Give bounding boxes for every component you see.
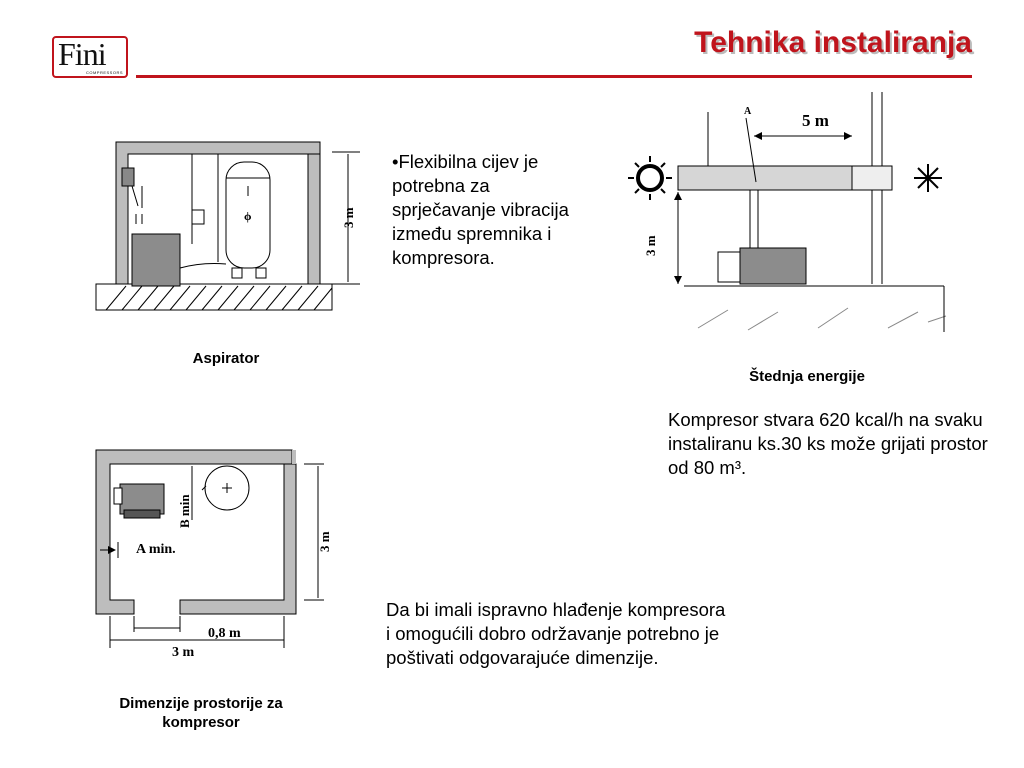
logo-tagline: COMPRESSORS [85,70,123,75]
energy-width-label-box: 5 m [802,111,829,130]
aspirator-caption: Aspirator [192,350,260,367]
room-height-label: 3 m [317,531,332,552]
energy-point-label: A [744,106,752,117]
page-title: Tehnika instaliranja [694,26,972,59]
room-b-label-box: B min [177,494,192,528]
room-a-label-box: A min. [136,542,176,557]
svg-text:ϕ: ϕ [244,209,252,223]
room-door-label-box: 0,8 m [208,626,241,641]
room-a-min-label: A min. [136,542,176,557]
logo-word: Fini [58,36,107,72]
energy-text: Kompresor stvara 620 kcal/h na svaku ins… [668,409,988,478]
title-underline [136,75,972,78]
room-width-label: 3 m [172,645,195,660]
aspirator-height-label-box: 3 m [341,207,356,228]
aspirator-height-label: 3 m [341,207,356,228]
energy-width-label: 5 m [802,111,829,130]
bullet-text: •Flexibilna cijev je potrebna za sprječa… [392,151,569,268]
cooling-text: Da bi imali ispravno hlađenje kompresora… [386,599,726,668]
energy-caption: Štednja energije [749,368,865,385]
room-diagram [95,449,324,648]
room-width-label-box: 3 m [172,645,195,660]
room-b-min-label: B min [177,494,192,528]
energy-diagram: A [628,92,947,332]
energy-height-label-box: 3 m [643,235,658,256]
aspirator-diagram: ϕ [95,141,360,311]
fini-logo: Fini COMPRESSORS [52,36,128,78]
room-caption: Dimenzije prostorije za kompresor [119,695,283,731]
room-door-label: 0,8 m [208,626,241,641]
energy-height-label: 3 m [643,235,658,256]
room-height-label-box: 3 m [317,531,332,552]
